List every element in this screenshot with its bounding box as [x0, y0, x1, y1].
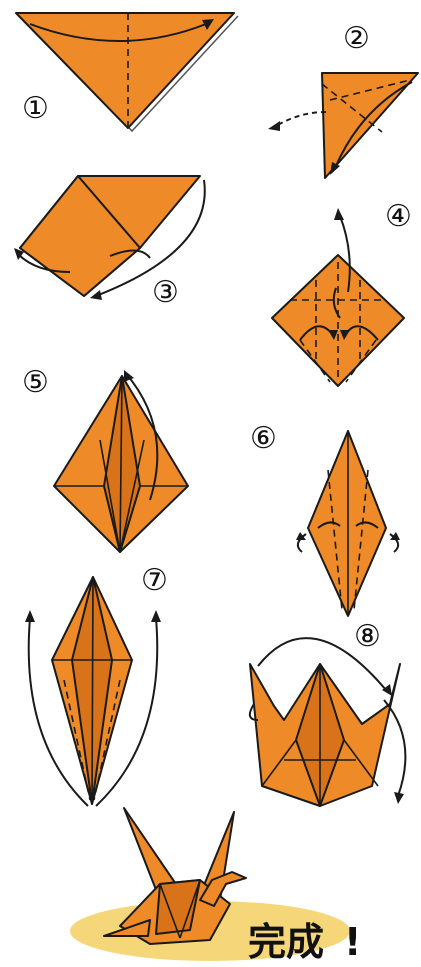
- step-4-figure: [272, 208, 404, 386]
- step-7-number: ⑦: [141, 563, 168, 598]
- step-6-number: ⑥: [250, 421, 277, 456]
- finish-exclamation: !: [344, 920, 361, 964]
- step-8-number: ⑧: [354, 619, 381, 654]
- finish-label: 完成: [248, 920, 324, 964]
- step-5-number: ⑤: [22, 365, 49, 400]
- step-1-number: ①: [22, 91, 49, 126]
- step-1-figure: [16, 13, 238, 131]
- step-2-number: ②: [343, 21, 370, 56]
- step-2-figure: [268, 73, 418, 178]
- step-5-figure: [54, 370, 188, 552]
- step-8-figure: [250, 638, 406, 806]
- step-6-figure: [296, 431, 400, 616]
- step-4-number: ④: [385, 199, 412, 234]
- step-7-figure: [25, 577, 161, 806]
- step-3-number: ③: [152, 275, 179, 310]
